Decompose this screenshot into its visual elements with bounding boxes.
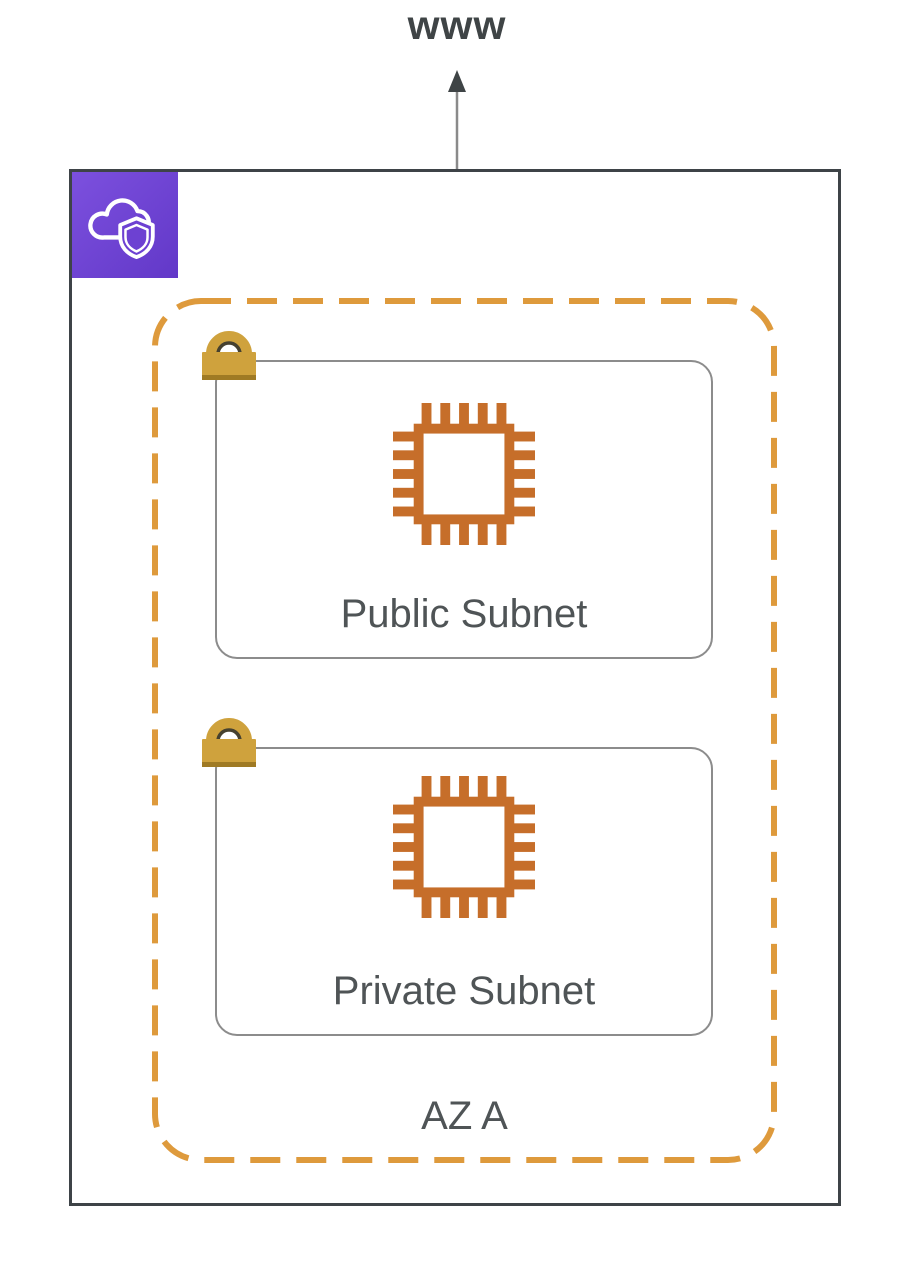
vpc-cloud-shield-icon (72, 172, 178, 278)
private-subnet-box: Private Subnet (202, 718, 713, 1036)
vpc-container (69, 169, 841, 1206)
az-dashed-border (152, 298, 777, 1163)
availability-zone: AZ A (152, 298, 777, 1163)
az-label: AZ A (421, 1094, 508, 1138)
cpu-chip-icon (393, 776, 535, 918)
shield-outline-inner (124, 223, 149, 253)
cpu-chip-icon (393, 403, 535, 545)
lock-icon (202, 718, 256, 767)
public-subnet-label: Public Subnet (340, 592, 588, 636)
arrow-up-head (448, 70, 466, 92)
private-subnet-label: Private Subnet (332, 969, 596, 1013)
public-subnet-box: Public Subnet (202, 331, 713, 659)
internet-label: www (407, 2, 507, 48)
lock-icon (202, 331, 256, 380)
